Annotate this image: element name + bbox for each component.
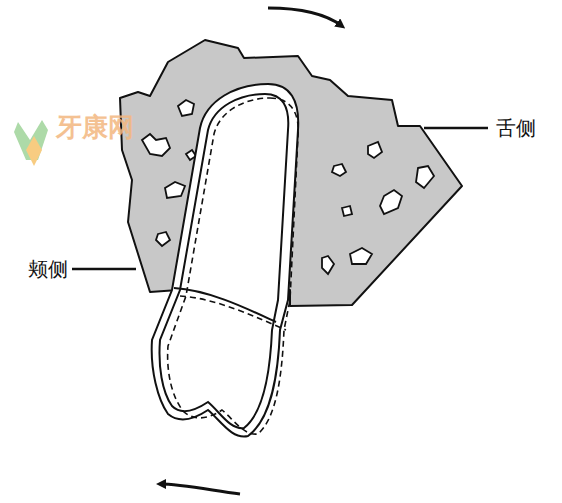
watermark: 牙康网	[56, 112, 134, 143]
rotation-arrow	[160, 484, 240, 494]
root-socket-outline	[152, 84, 299, 437]
rotation-arrow	[268, 8, 342, 26]
watermark-logo	[14, 120, 48, 166]
displaced-tooth-outline	[168, 98, 299, 434]
leader-line	[424, 127, 488, 130]
side-label: 舌侧	[496, 116, 536, 140]
tooth-outline	[160, 94, 289, 428]
leader-line	[72, 268, 136, 271]
cemento-enamel-line-dashed	[180, 296, 286, 330]
side-label: 颊侧	[28, 257, 68, 281]
